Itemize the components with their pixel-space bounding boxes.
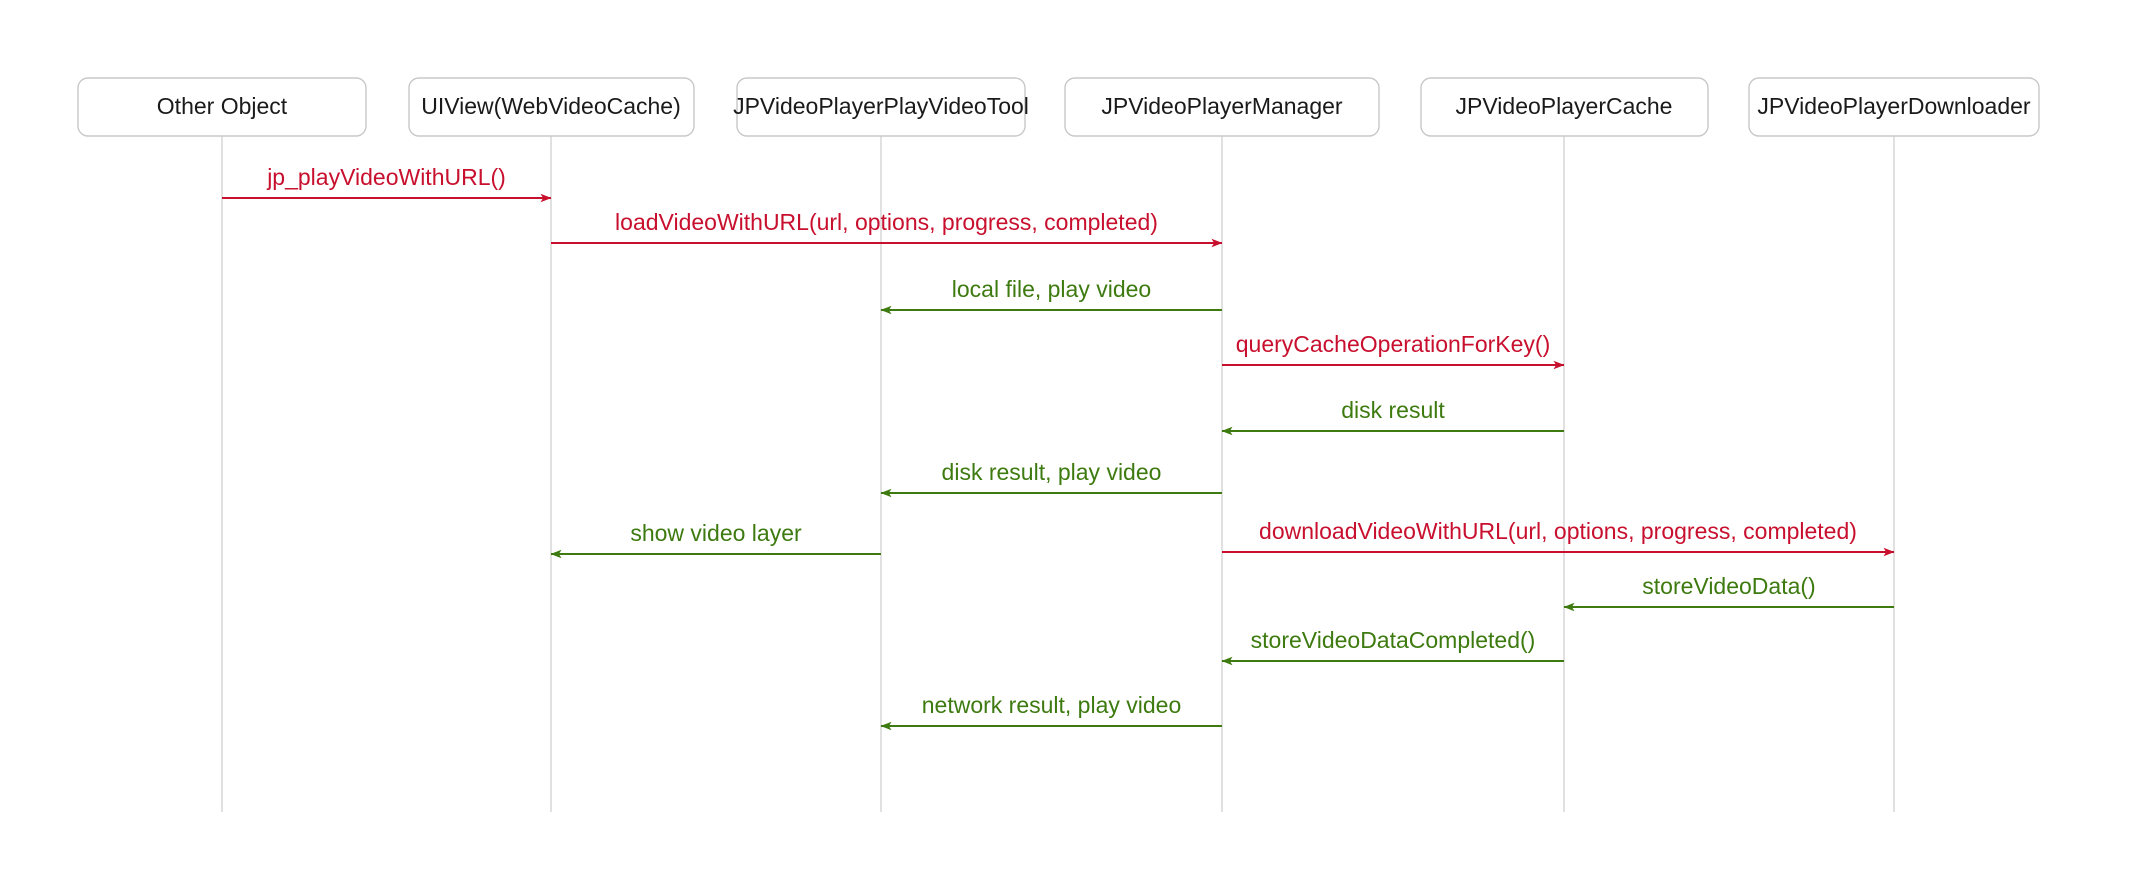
message-m10[interactable]: storeVideoDataCompleted() xyxy=(1221,627,1564,666)
participant-playtool[interactable]: JPVideoPlayerPlayVideoTool xyxy=(733,77,1029,137)
message-label: disk result, play video xyxy=(942,459,1162,485)
message-label: disk result xyxy=(1341,397,1445,423)
message-m6[interactable]: disk result, play video xyxy=(880,459,1222,498)
message-label: downloadVideoWithURL(url, options, progr… xyxy=(1259,518,1857,544)
participants-layer: Other Object UIView(WebVideoCache) JPVideo… xyxy=(77,77,2040,137)
participant-uiview[interactable]: UIView(WebVideoCache) xyxy=(408,77,695,137)
message-label: network result, play video xyxy=(922,692,1182,718)
message-label: storeVideoData() xyxy=(1642,573,1815,599)
message-label: loadVideoWithURL(url, options, progress,… xyxy=(615,209,1158,235)
message-label: storeVideoDataCompleted() xyxy=(1251,627,1536,653)
participant-box-shape xyxy=(77,77,367,137)
participant-box-shape xyxy=(1420,77,1709,137)
participant-other[interactable]: Other Object xyxy=(77,77,367,137)
participant-cache[interactable]: JPVideoPlayerCache xyxy=(1420,77,1709,137)
message-m1[interactable]: jp_playVideoWithURL() xyxy=(222,164,552,203)
message-m2[interactable]: loadVideoWithURL(url, options, progress,… xyxy=(551,209,1223,248)
participant-downloader[interactable]: JPVideoPlayerDownloader xyxy=(1748,77,2040,137)
participant-label: UIView(WebVideoCache) xyxy=(421,93,681,119)
participant-manager[interactable]: JPVideoPlayerManager xyxy=(1064,77,1380,137)
message-label: queryCacheOperationForKey() xyxy=(1236,331,1550,357)
participant-box-shape xyxy=(736,77,1026,137)
lifelines-layer xyxy=(221,136,1895,812)
participant-label: Other Object xyxy=(157,93,288,119)
participant-box-shape xyxy=(1748,77,2040,137)
participant-label: JPVideoPlayerPlayVideoTool xyxy=(733,93,1029,119)
message-m7[interactable]: show video layer xyxy=(550,520,881,559)
message-m3[interactable]: local file, play video xyxy=(880,276,1222,315)
message-m9[interactable]: storeVideoData() xyxy=(1563,573,1894,612)
message-label: show video layer xyxy=(630,520,802,546)
participant-box-shape xyxy=(408,77,695,137)
messages-layer: jp_playVideoWithURL() loadVideoWithURL(ur… xyxy=(222,164,1895,731)
message-label: local file, play video xyxy=(952,276,1151,302)
message-m11[interactable]: network result, play video xyxy=(880,692,1222,731)
message-label: jp_playVideoWithURL() xyxy=(266,164,506,190)
participant-label: JPVideoPlayerCache xyxy=(1456,93,1673,119)
participant-label: JPVideoPlayerDownloader xyxy=(1757,93,2031,119)
message-m4[interactable]: queryCacheOperationForKey() xyxy=(1222,331,1565,370)
participant-box-shape xyxy=(1064,77,1380,137)
participant-label: JPVideoPlayerManager xyxy=(1101,93,1343,119)
message-m5[interactable]: disk result xyxy=(1221,397,1564,436)
message-m8[interactable]: downloadVideoWithURL(url, options, progr… xyxy=(1222,518,1895,557)
